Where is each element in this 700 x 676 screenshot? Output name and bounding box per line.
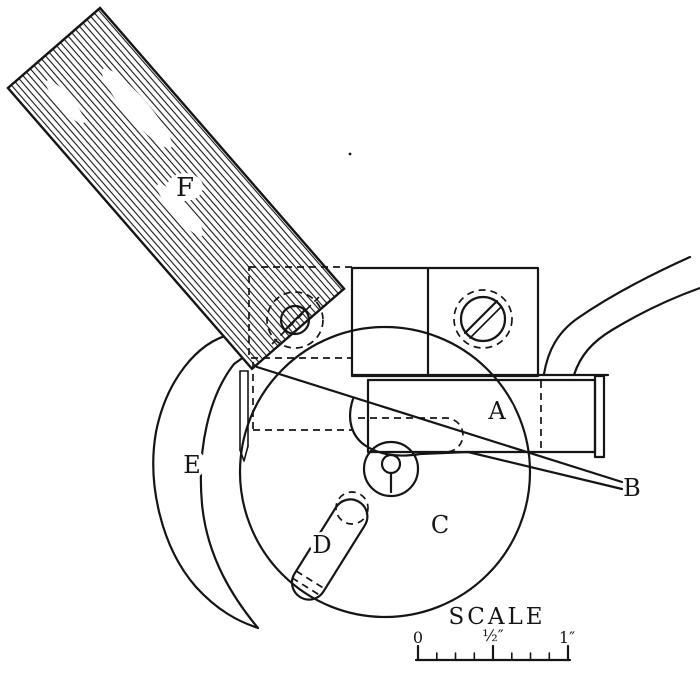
pivot <box>362 440 420 498</box>
disc-c <box>238 325 532 619</box>
screw-head-icon <box>459 295 507 343</box>
scale-tick-label-one: 1″ <box>559 628 575 647</box>
scale-caption: SCALE <box>448 604 545 630</box>
lever-b <box>255 365 624 491</box>
mount-block <box>350 266 540 378</box>
label-c: C <box>431 511 449 539</box>
pointer <box>239 370 249 462</box>
hidden-edges <box>252 362 352 431</box>
label-b: B <box>623 474 641 502</box>
wire-2 <box>572 286 700 377</box>
label-e: E <box>183 451 201 479</box>
coil-a <box>350 373 610 459</box>
cylinder-d-hidden-end <box>335 491 369 525</box>
labels: F A B C D E <box>167 173 641 559</box>
wire-1 <box>542 255 692 376</box>
scale-tick-label-half: ½″ <box>482 626 504 645</box>
scale-bar: SCALE 0 ½″ 1″ <box>413 604 575 662</box>
ink-speck <box>348 152 352 156</box>
label-f: F <box>176 173 194 203</box>
scale-tick-label-zero: 0 <box>413 628 423 647</box>
sector-e <box>152 332 260 630</box>
coil-end-flange <box>593 374 606 459</box>
hidden-armature-end <box>358 417 464 453</box>
hidden-screw <box>248 266 353 359</box>
label-a: A <box>487 397 506 425</box>
screw-shadow-ring <box>453 289 513 349</box>
label-d: D <box>312 531 331 559</box>
pivot-pin-icon <box>380 453 402 475</box>
